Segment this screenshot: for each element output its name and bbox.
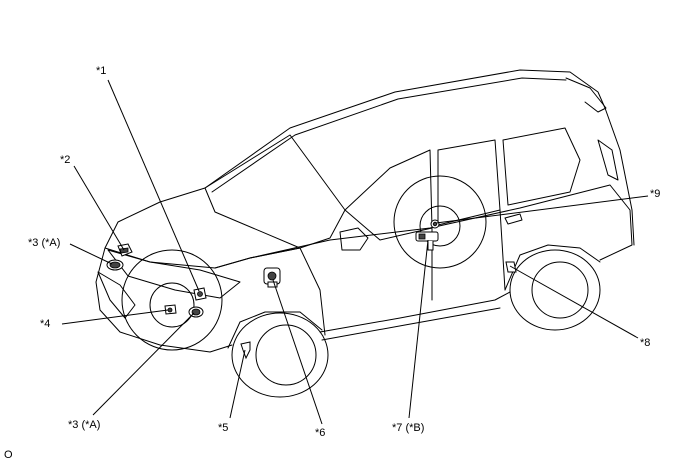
front-wheel-ghost-inner — [149, 282, 195, 328]
side-body — [249, 184, 633, 261]
rear-rim — [531, 261, 589, 319]
callout-3-bottom: *3 (*A) — [68, 419, 100, 431]
leader-2 — [73, 165, 125, 251]
callout-7: *7 (*B) — [392, 422, 424, 434]
callout-4: *4 — [40, 318, 50, 330]
part-9-sensor-icon[interactable] — [430, 219, 440, 229]
callout-5: *5 — [218, 422, 228, 434]
leader-9 — [435, 195, 649, 224]
rear-panel — [604, 107, 635, 246]
quarter-window — [502, 127, 581, 206]
part-6-actuator-icon[interactable] — [263, 267, 281, 288]
rear-tire — [509, 249, 601, 331]
callout-2: *2 — [60, 154, 70, 166]
front-wheel-arch — [227, 311, 323, 349]
part-4-sensor-icon[interactable] — [164, 304, 177, 315]
leader-8 — [509, 265, 639, 339]
front-door-window — [344, 149, 433, 241]
rear-door-window — [437, 139, 501, 226]
rear-wheel-arch — [504, 244, 601, 291]
roof-outline — [204, 69, 606, 189]
leader-1 — [107, 79, 200, 292]
rear-wheel-ghost-inner — [419, 205, 461, 247]
part-1-sensor-icon[interactable] — [193, 287, 207, 301]
front-fender — [214, 247, 326, 336]
front-wheel-ghost-outer — [121, 249, 223, 351]
part-5-sensor-icon[interactable] — [240, 341, 251, 360]
leader-lines — [61, 79, 649, 425]
rear-spoiler — [565, 77, 607, 113]
rocker-panel — [319, 291, 511, 333]
rear-lamp — [597, 139, 619, 181]
wheels — [121, 175, 601, 398]
callout-3-top: *3 (*A) — [28, 237, 60, 249]
front-rim — [255, 324, 317, 386]
front-bumper — [95, 247, 233, 353]
front-tire — [231, 312, 329, 398]
callout-1: *1 — [96, 65, 106, 77]
roof-rail — [211, 77, 567, 193]
leader-6 — [272, 279, 323, 425]
hood — [104, 187, 301, 269]
part-2-sensor-icon[interactable] — [117, 243, 133, 257]
vehicle-outline — [95, 69, 635, 353]
leader-5 — [229, 349, 246, 419]
corner-mark: O — [4, 449, 13, 461]
headlamp — [107, 249, 241, 299]
callout-6: *6 — [315, 427, 325, 439]
windshield — [204, 134, 346, 249]
leader-7 — [408, 239, 429, 419]
door-handle — [504, 213, 523, 225]
rear-wheel-ghost-outer — [393, 175, 487, 269]
grille — [97, 271, 136, 319]
callout-labels: *1 *2 *3 (*A) *4 *3 (*A) *5 *6 *7 (*B) *… — [4, 65, 660, 461]
leader-3-top — [69, 243, 113, 265]
part-3-top-sensor-icon[interactable] — [106, 259, 124, 271]
callout-9: *9 — [650, 188, 660, 200]
part-7-sensor-icon[interactable] — [415, 231, 439, 251]
side-mirror — [339, 227, 369, 251]
callout-8: *8 — [640, 337, 650, 349]
components — [106, 219, 517, 360]
door-line-rear — [499, 209, 506, 291]
leader-4 — [61, 309, 169, 325]
leader-3-bottom — [92, 312, 195, 416]
rocker-lower — [321, 307, 501, 341]
